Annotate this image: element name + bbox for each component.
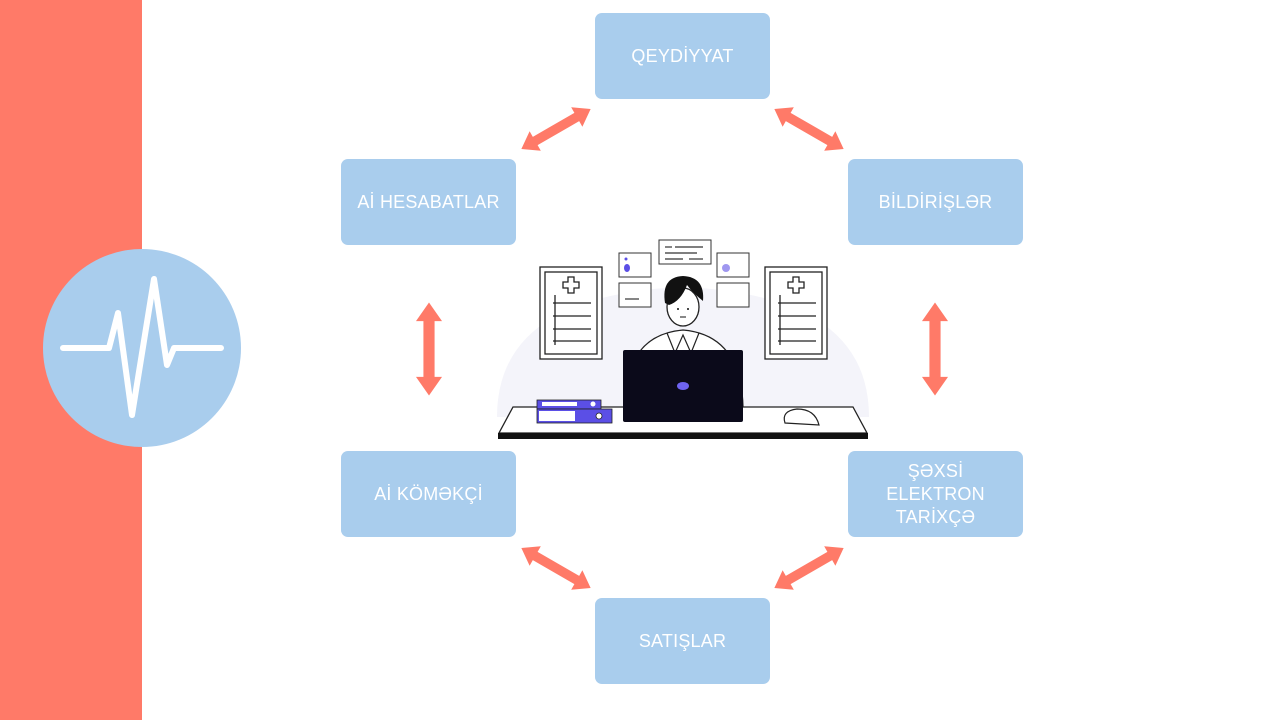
arrow-bottom-left [515, 538, 597, 598]
arrow-top-left [515, 99, 597, 159]
node-sales[interactable]: SATIŞLAR [595, 598, 770, 684]
arrow-right [921, 302, 949, 396]
binders-icon [536, 399, 613, 424]
medical-chart-right-icon [764, 266, 828, 360]
dashboard-cards-icon [618, 239, 750, 308]
node-ai-reports[interactable]: Aİ HESABATLAR [341, 159, 516, 245]
mouse-icon [783, 408, 820, 426]
arrow-top-right [768, 99, 850, 159]
arrow-bottom-right [768, 538, 850, 598]
node-notifications[interactable]: BİLDİRİŞLƏR [848, 159, 1023, 245]
medical-chart-left-icon [539, 266, 603, 360]
heartbeat-pulse-icon [60, 276, 224, 418]
arrow-left [415, 302, 443, 396]
logo-circle [43, 249, 241, 447]
node-personal-e-history[interactable]: ŞƏXSİ ELEKTRON TARİXÇƏ [848, 451, 1023, 537]
doctor-laptop-illustration [497, 239, 869, 439]
node-registration[interactable]: QEYDİYYAT [595, 13, 770, 99]
node-ai-assistant[interactable]: Aİ KÖMƏKÇİ [341, 451, 516, 537]
